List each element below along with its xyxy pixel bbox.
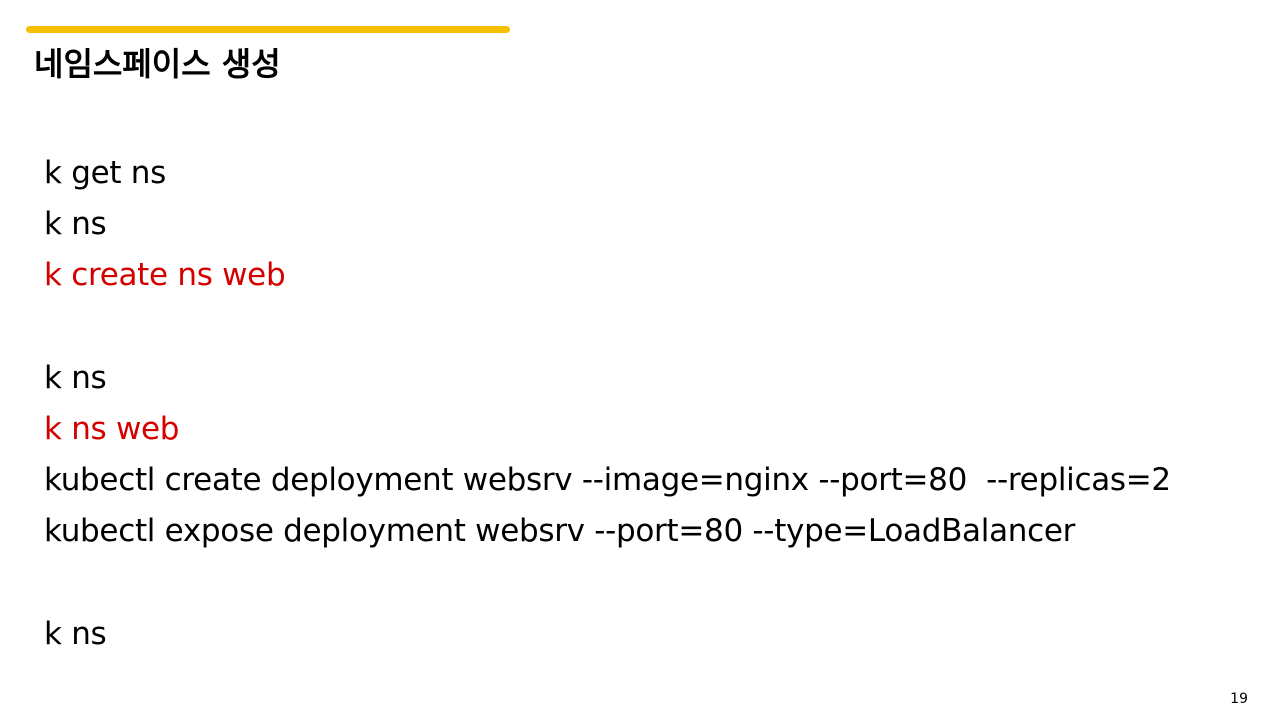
- command-line: kubectl create deployment websrv --image…: [44, 462, 1171, 499]
- page-number: 19: [1230, 691, 1248, 707]
- command-line: k get ns: [44, 155, 166, 191]
- command-list: k get ns k ns k create ns web k ns k ns …: [44, 148, 1274, 660]
- command-line: [44, 558, 1274, 609]
- command-line: k ns: [44, 206, 107, 243]
- slide-title: 네임스페이스 생성: [34, 45, 281, 83]
- command-line: k create ns web: [44, 257, 286, 294]
- command-line: kubectl expose deployment websrv --port=…: [44, 513, 1076, 550]
- command-line: [44, 302, 1274, 353]
- command-line: k ns: [44, 359, 107, 396]
- command-line: k ns: [44, 615, 107, 652]
- command-line: k ns web: [44, 410, 180, 447]
- title-accent-bar: [26, 26, 510, 33]
